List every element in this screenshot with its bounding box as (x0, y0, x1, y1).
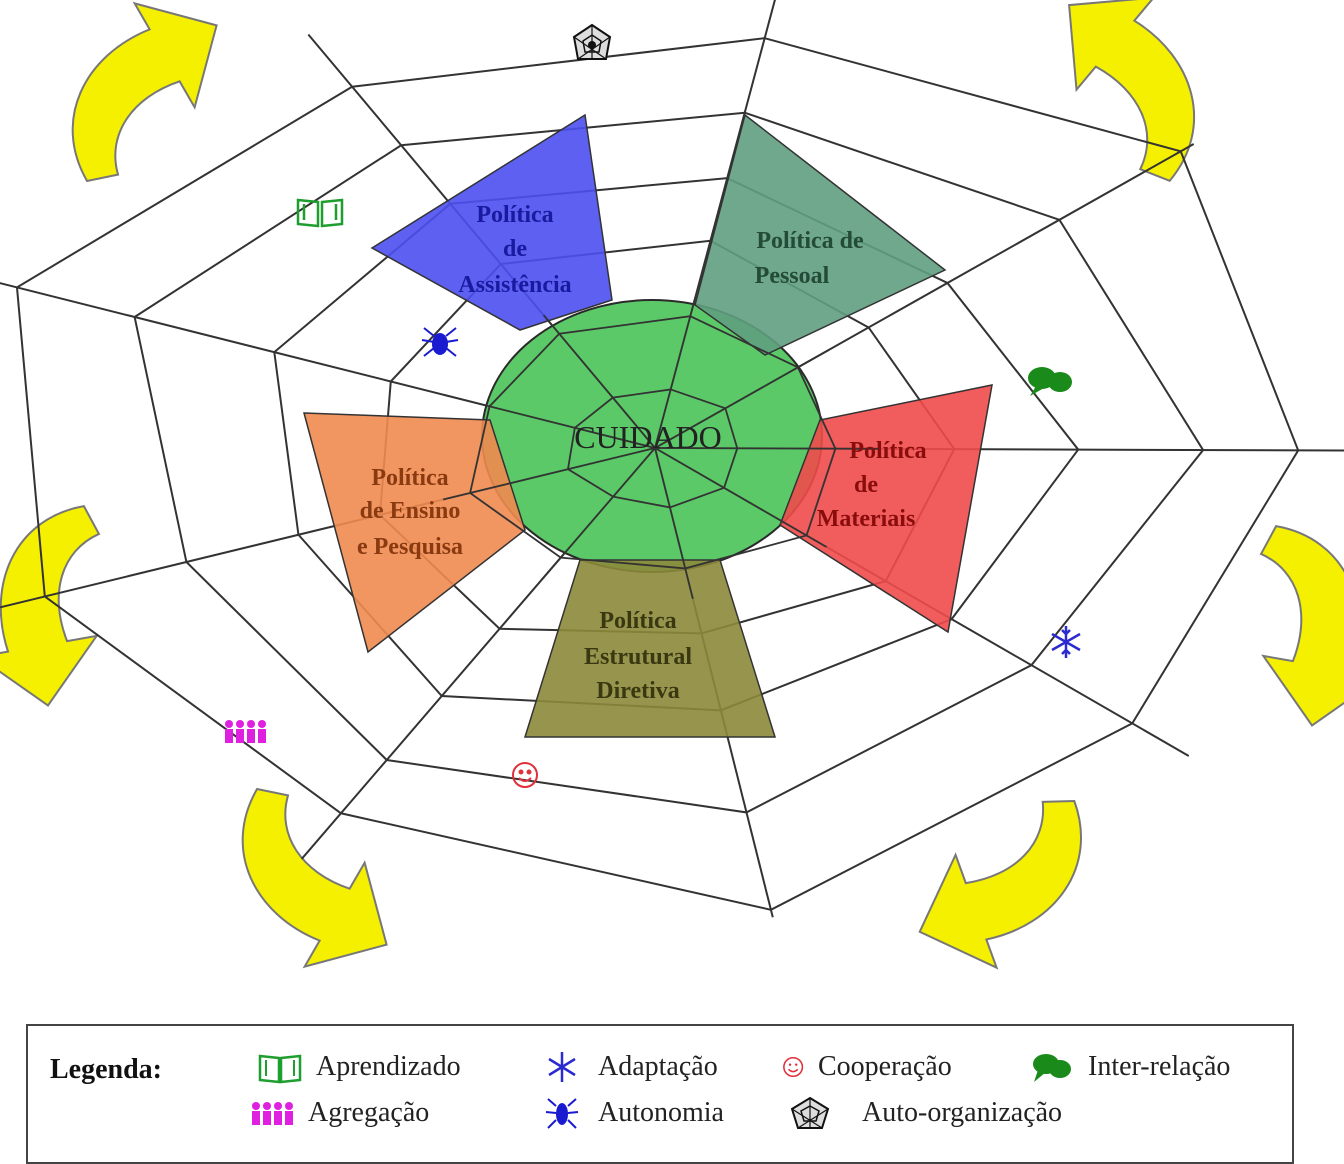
chat-bubbles-icon (1028, 367, 1072, 396)
book-icon (296, 198, 344, 228)
legend-item-cooperacao: Cooperação (780, 1050, 952, 1084)
legend-label-adaptacao: Adaptação (598, 1051, 718, 1082)
policy-estrutural-line-2: Estrutural (584, 644, 692, 670)
spider-icon (421, 327, 459, 357)
arrow-top-left (21, 0, 258, 191)
book-icon (258, 1054, 302, 1084)
legend-label-aprendizado: Aprendizado (316, 1051, 461, 1082)
legend-item-inter-relacao: Inter-relação (1030, 1050, 1230, 1084)
legend-item-autonomia: Autonomia (540, 1096, 724, 1130)
chat-bubbles-icon (1033, 1054, 1071, 1082)
web-ring (566, 388, 739, 509)
policy-pessoal-label: Política de Pessoal (755, 228, 864, 289)
web-thread (654, 447, 880, 450)
policy-estrutural-line-3: Diretiva (596, 678, 680, 704)
center-label: CUIDADO (574, 419, 722, 455)
arrow-bottom-right (891, 790, 1120, 990)
web-thread (443, 394, 656, 449)
arrow-top-right (1016, 0, 1255, 190)
policy-materiais-line-2: de (854, 472, 878, 498)
snowflake-icon (548, 1052, 576, 1082)
web-thread (654, 447, 694, 600)
policy-assistencia-line-1: Política (476, 202, 553, 228)
policy-assistencia-label: Política de Assistência (458, 202, 571, 298)
policy-ensino-line-1: Política (371, 465, 448, 491)
legend-item-auto-organizacao: Auto-organização (788, 1096, 1062, 1130)
spiderweb-icon (572, 23, 612, 60)
web-ring (133, 111, 1205, 814)
spiderweb-icon (790, 1096, 830, 1129)
policy-estrutural-line-1: Política (599, 608, 676, 634)
policy-pessoal-shape (694, 113, 947, 356)
legend-item-adaptacao: Adaptação (540, 1050, 718, 1084)
policy-materiais-line-3: Materiais (817, 506, 916, 532)
people-group-icon (225, 720, 266, 743)
web-thread (442, 447, 656, 501)
spider-icon (545, 1098, 579, 1129)
web-thread (540, 447, 656, 581)
policy-materiais-shape (779, 384, 993, 634)
legend-label-cooperacao: Cooperação (818, 1051, 952, 1082)
policy-estrutural-shape (523, 559, 777, 738)
snowflake-icon (1051, 626, 1081, 658)
legend-item-agregacao: Agregação (250, 1096, 429, 1130)
policy-ensino-shape (303, 412, 526, 654)
people-group-icon (252, 1102, 293, 1125)
web-ring (469, 315, 837, 570)
web-thread (654, 349, 829, 449)
policy-pessoal-line-2: Pessoal (755, 263, 830, 289)
spider-web-center (442, 297, 880, 600)
legend-label-agregacao: Agregação (308, 1097, 430, 1128)
legend-label-autonomia: Autonomia (598, 1097, 724, 1128)
web-thread (654, 447, 828, 548)
web-thread (654, 297, 697, 449)
policy-pessoal-line-1: Política de (756, 228, 864, 254)
policy-materiais-label: Política de Materiais (817, 438, 927, 532)
policy-ensino-label: Política de Ensino e Pesquisa (357, 465, 463, 560)
policy-estrutural-label: Política Estrutural Diretiva (584, 608, 692, 704)
legend-label-auto-organizacao: Auto-organização (862, 1097, 1063, 1128)
legend-title: Legenda: (50, 1054, 162, 1085)
policy-ensino-line-2: de Ensino (360, 498, 461, 524)
web-ring (15, 37, 1300, 911)
policy-ensino-line-3: e Pesquisa (357, 534, 463, 560)
policy-materiais-line-1: Política (849, 438, 926, 464)
smiley-icon (512, 762, 538, 788)
arrow-right (1232, 523, 1344, 737)
web-thread (542, 314, 656, 449)
smiley-icon (783, 1056, 804, 1078)
legend-label-inter-relacao: Inter-relação (1088, 1051, 1231, 1082)
policy-assistencia-shape (370, 113, 613, 331)
policy-assistencia-line-2: de (503, 236, 527, 262)
care-spiderweb-diagram: Política de Assistência Política de Pess… (0, 0, 1344, 998)
policy-assistencia-line-3: Assistência (458, 272, 571, 298)
legend-item-aprendizado: Aprendizado (258, 1050, 461, 1084)
legend-box: Legenda: Aprendizado Adaptação Cooperaçã… (26, 1024, 1294, 1164)
arrow-bottom-left (191, 779, 428, 998)
